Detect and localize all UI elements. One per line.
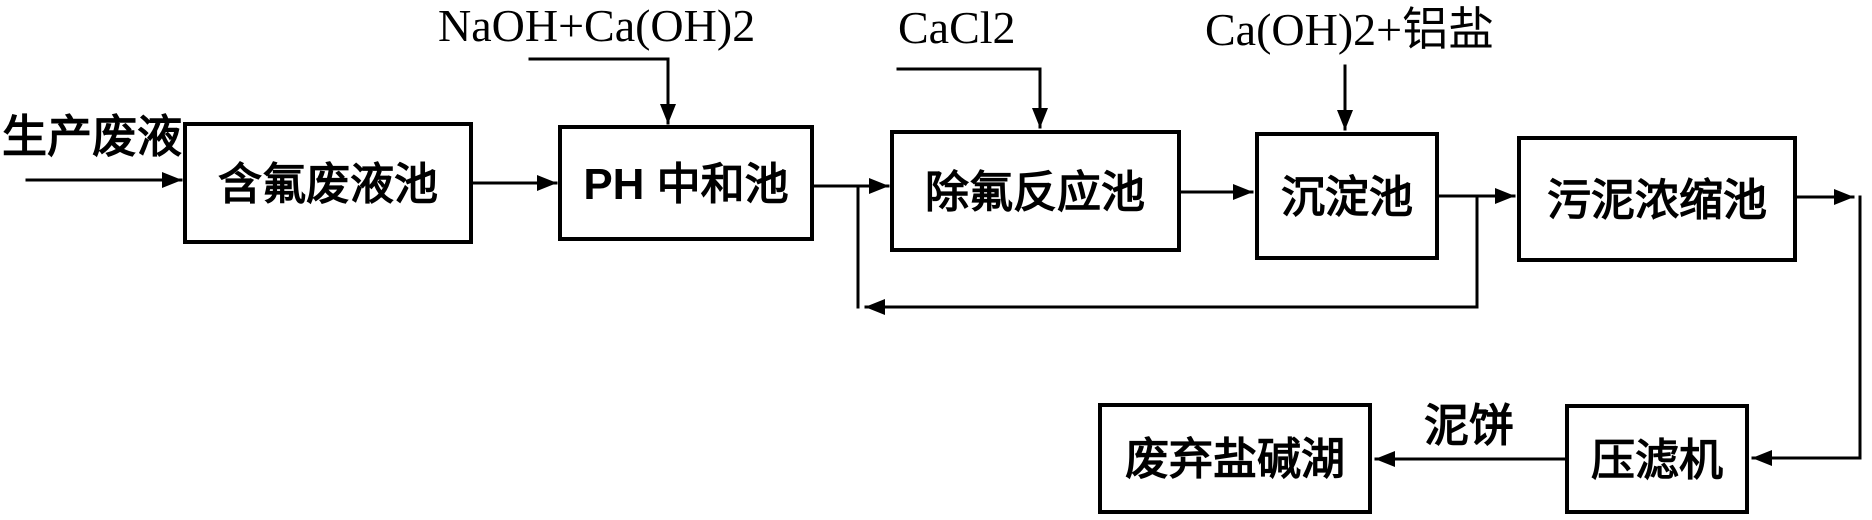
labels: 生产废液 NaOH+Ca(OH)2 CaCl2 Ca(OH)2+铝盐 泥饼 <box>2 0 1514 451</box>
node-sedimentation-pool-label: 沉淀池 <box>1281 173 1413 222</box>
node-filter-press-label: 压滤机 <box>1591 436 1723 485</box>
node-fluoride-waste-pool-label: 含氟废液池 <box>218 160 438 209</box>
edge-naoh-dosing <box>528 57 676 125</box>
node-defluorination-reaction-pool <box>890 130 1181 252</box>
node-filter-press <box>1565 404 1749 514</box>
node-ph-neutralization-pool-label: PH 中和池 <box>583 160 788 209</box>
edge-cacl2-dosing <box>896 67 1048 129</box>
edges <box>25 57 1862 467</box>
reagent-label-naoh-caoh2: NaOH+Ca(OH)2 <box>438 0 755 51</box>
node-sludge-thickening-pool <box>1517 136 1797 262</box>
node-abandoned-salt-alkali-lake <box>1098 403 1372 514</box>
reagent-label-cacl2: CaCl2 <box>898 2 1016 53</box>
node-abandoned-salt-alkali-lake-label: 废弃盐碱湖 <box>1125 435 1345 484</box>
edge-recycle-return <box>864 194 1479 315</box>
node-sludge-thickening-pool-label: 污泥浓缩池 <box>1547 176 1767 225</box>
edge-downpipe-to-filter-press <box>1751 195 1862 466</box>
reagent-label-caoh2-aluminum-salt: Ca(OH)2+铝盐 <box>1205 4 1494 55</box>
node-defluorination-reaction-pool-label: 除氟反应池 <box>925 168 1145 217</box>
node-sedimentation-pool <box>1255 132 1439 260</box>
nodes: 含氟废液池 PH 中和池 除氟反应池 沉淀池 污泥浓缩池 压滤机 废弃盐碱湖 <box>183 122 1797 514</box>
source-label: 生产废液 <box>2 111 182 162</box>
edge-label-mud-cake: 泥饼 <box>1424 400 1514 451</box>
node-fluoride-waste-pool <box>183 122 473 244</box>
node-ph-neutralization-pool <box>558 125 814 241</box>
